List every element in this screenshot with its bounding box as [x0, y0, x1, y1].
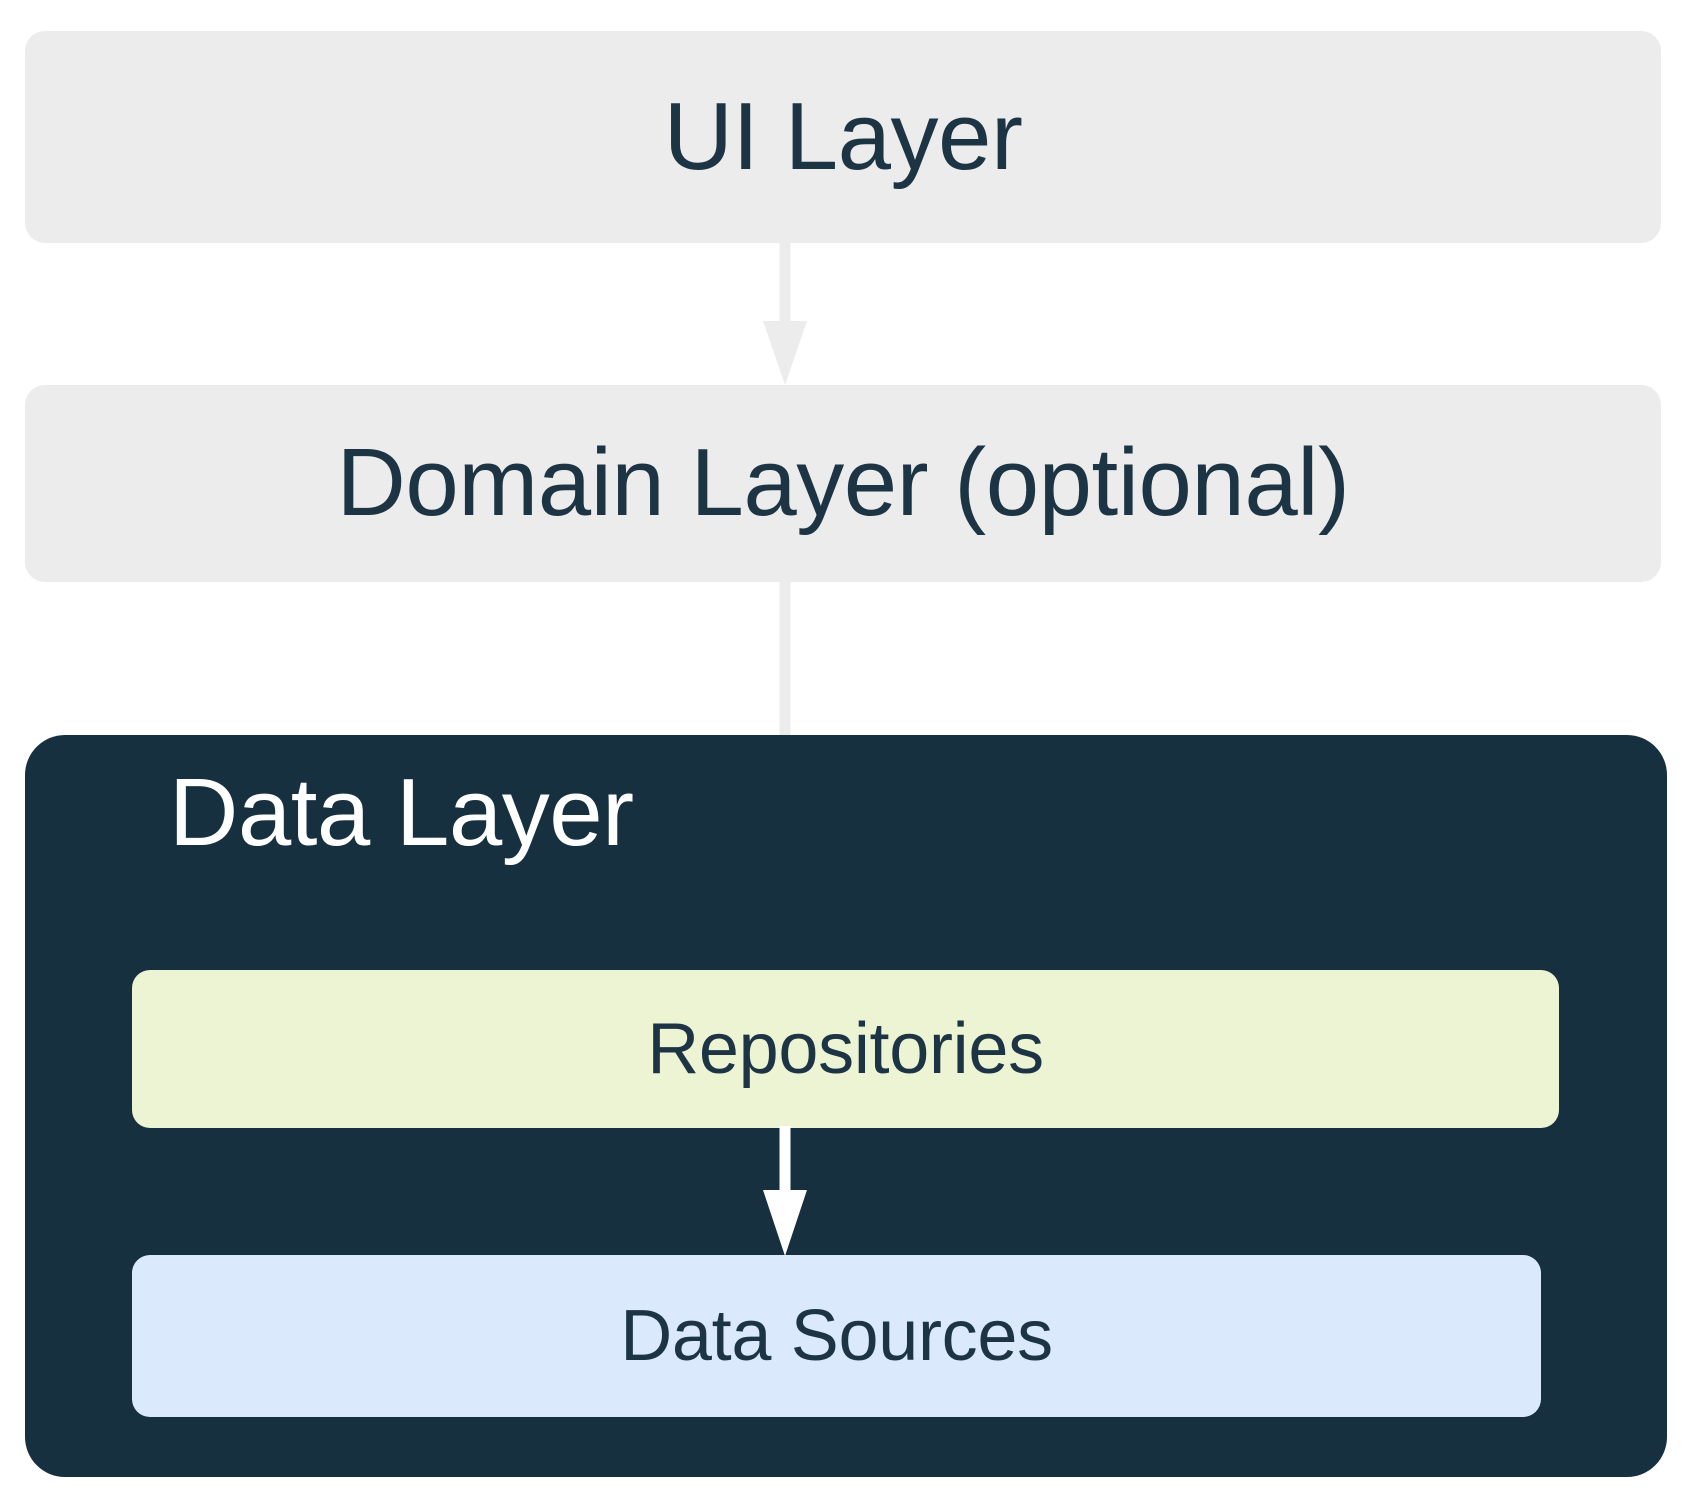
domain-layer-box: Domain Layer (optional)	[25, 385, 1661, 582]
repositories-label: Repositories	[647, 1009, 1044, 1089]
data-layer-label: Data Layer	[169, 759, 634, 866]
arrow-repositories-to-data-sources-icon	[755, 1126, 815, 1258]
data-layer-box: Data Layer Repositories Data Sources	[25, 735, 1667, 1477]
ui-layer-label: UI Layer	[663, 82, 1023, 190]
arrow-ui-to-domain-icon	[755, 241, 815, 387]
data-sources-box: Data Sources	[132, 1255, 1541, 1417]
domain-layer-label: Domain Layer (optional)	[336, 429, 1351, 537]
repositories-box: Repositories	[132, 970, 1559, 1128]
data-sources-label: Data Sources	[620, 1296, 1053, 1376]
ui-layer-box: UI Layer	[25, 31, 1661, 243]
